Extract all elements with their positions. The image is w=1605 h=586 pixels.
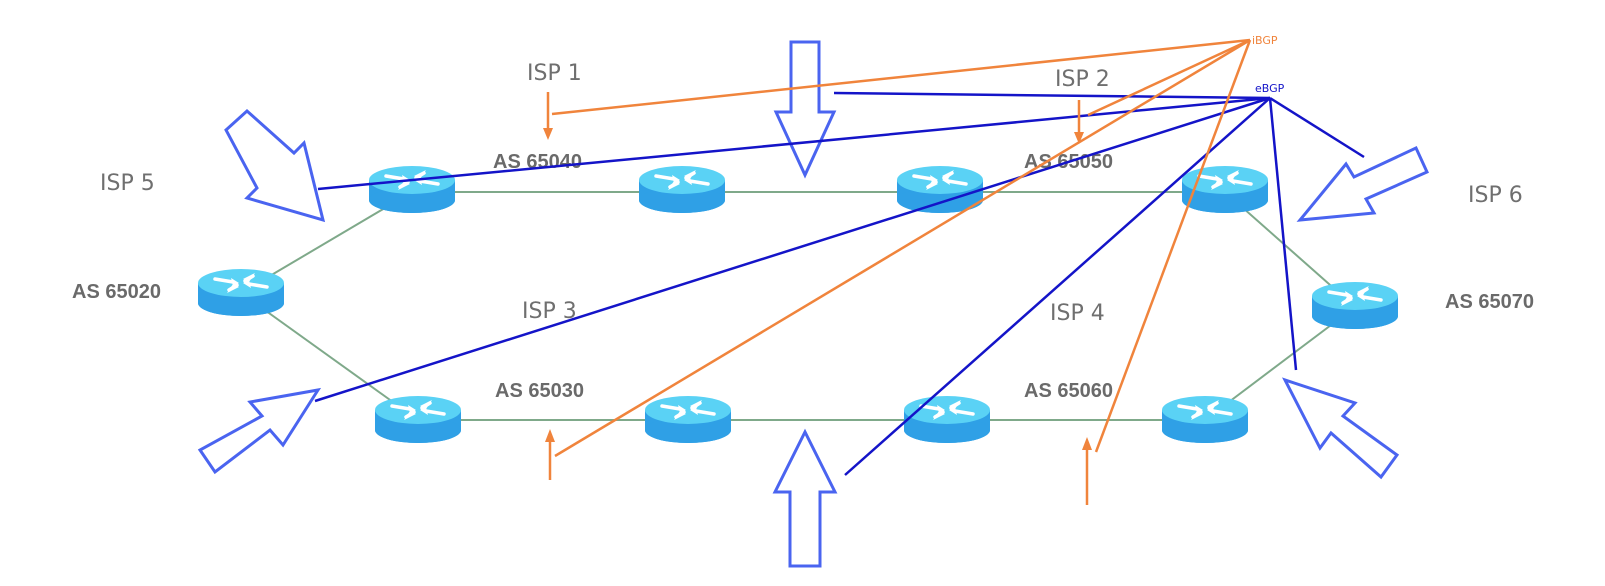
ebgp-line <box>1269 96 1365 159</box>
as-65030-label: AS 65030 <box>495 380 584 402</box>
ebgp-line <box>317 96 1271 191</box>
ebgp-line <box>314 96 1271 403</box>
legend-ebgp: eBGP <box>1255 82 1285 95</box>
isp-4-label: ISP 4 <box>1050 301 1105 326</box>
physical-links <box>240 191 1356 421</box>
arrow-up-right-icon <box>197 387 322 475</box>
as-65040-label: AS 65040 <box>493 151 582 173</box>
arrow-down-left-icon <box>1296 146 1429 222</box>
small-arrows <box>543 92 1092 505</box>
arrow-up-icon <box>1082 437 1092 505</box>
isp-1-label: ISP 1 <box>527 61 582 86</box>
arrow-down-icon <box>543 92 553 140</box>
router-icon <box>373 394 463 445</box>
ibgp-line <box>554 38 1251 458</box>
outline-arrows <box>197 40 1429 568</box>
arrow-down-icon <box>1074 100 1084 144</box>
ibgp-line <box>1094 39 1252 453</box>
labels: ISP 1 ISP 2 ISP 3 ISP 4 ISP 5 ISP 6 AS 6… <box>72 61 1534 402</box>
ibgp-line <box>1087 38 1251 117</box>
router-icon <box>643 394 733 445</box>
isp-6-label: ISP 6 <box>1468 183 1523 208</box>
routers <box>196 164 1400 445</box>
ebgp-line <box>1268 97 1298 371</box>
as-65020-label: AS 65020 <box>72 281 161 303</box>
arrow-up-icon <box>545 429 555 480</box>
router-icon <box>637 164 727 215</box>
ebgp-sessions <box>314 91 1365 476</box>
arrow-up-icon <box>772 428 838 568</box>
router-icon <box>367 164 457 215</box>
link-65020-65030 <box>240 292 419 421</box>
as-65060-label: AS 65060 <box>1024 380 1113 402</box>
arrow-up-left-icon <box>1281 377 1400 480</box>
legend-ibgp: iBGP <box>1252 34 1278 47</box>
router-icon <box>902 394 992 445</box>
arrow-down-icon <box>773 40 837 179</box>
router-icon <box>196 267 286 318</box>
as-65070-label: AS 65070 <box>1445 291 1534 313</box>
router-icon <box>895 164 985 215</box>
isp-2-label: ISP 2 <box>1055 67 1110 92</box>
arrow-down-right-icon <box>224 108 326 223</box>
legend: iBGP eBGP <box>1252 34 1285 95</box>
isp-5-label: ISP 5 <box>100 171 155 196</box>
ebgp-line <box>833 91 1271 100</box>
ebgp-line <box>844 97 1271 476</box>
ibgp-line <box>551 38 1251 116</box>
ibgp-sessions <box>551 38 1252 458</box>
router-icon <box>1160 394 1250 445</box>
router-icon <box>1310 280 1400 331</box>
